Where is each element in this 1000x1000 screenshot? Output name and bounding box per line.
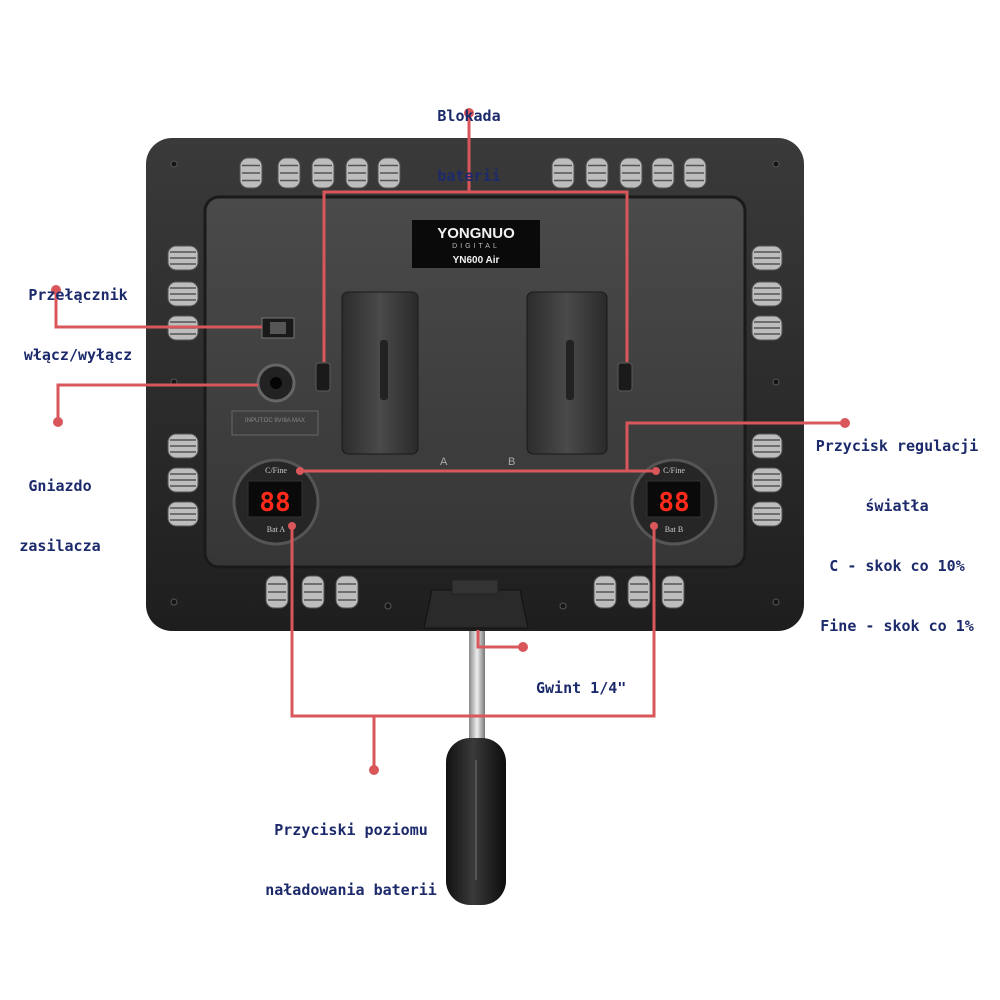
vents [167,157,783,609]
leader-lines [54,113,845,770]
label-battery-lock: Blokada baterii [409,66,529,206]
display-left: 88 [259,488,290,518]
label-light-button: Przycisk regulacji światła C - skok co 1… [802,396,992,656]
label-battery-level-line2: naładowania baterii [265,881,437,899]
label-battery-level-line1: Przyciski poziomu [274,821,428,839]
label-power-switch-line1: Przełącznik [28,286,128,304]
label-power-switch-line2: włącz/wyłącz [23,346,133,364]
brand-text: YONGNUO [437,225,515,242]
power-input-text: INPUT:DC 8V/8A MAX [245,418,305,424]
label-battery-level: Przyciski poziomu naładowania baterii [246,780,456,920]
label-thread: Gwint 1/4" [536,638,626,718]
label-power-socket-line1: Gniazdo [28,477,92,495]
dial-left-top: C/Fine [265,466,287,475]
label-battery-lock-line2: baterii [437,167,501,185]
model-text: YN600 Air [453,255,500,266]
leader-dots [51,108,850,775]
brand-sub-text: DIGITAL [452,243,500,250]
panel-face [203,195,747,569]
dial-right-bottom: Bat B [665,525,683,534]
slot-a-label: A [440,456,448,468]
label-battery-lock-line1: Blokada [437,107,501,125]
dial-right-top: C/Fine [663,466,685,475]
label-power-switch: Przełącznik włącz/wyłącz [10,245,146,385]
display-right: 88 [658,488,689,518]
logo-plate [412,220,540,268]
dial-left-bottom: Bat A [267,525,286,534]
mount-rod [469,625,485,750]
battery-lock-right [617,362,633,392]
label-power-socket: Gniazdo zasilacza [10,436,110,576]
battery-lock-left [315,362,331,392]
slot-b-label: B [508,456,515,468]
mount-bracket [423,589,529,629]
label-power-socket-line2: zasilacza [19,537,101,555]
label-light-button-line2: światła [865,497,929,515]
label-thread-line1: Gwint 1/4" [536,679,627,697]
label-light-button-line3: C - skok co 10% [829,557,965,575]
label-light-button-line1: Przycisk regulacji [815,437,979,455]
label-light-button-line4: Fine - skok co 1% [820,617,974,635]
